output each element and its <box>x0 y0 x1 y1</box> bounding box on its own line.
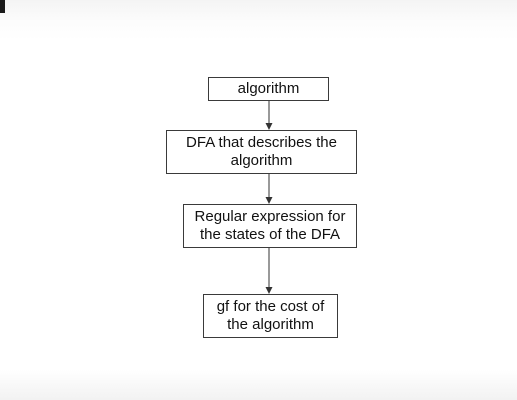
node-generating-function: gf for the cost of the algorithm <box>203 294 338 338</box>
node-regular-expression: Regular expression for the states of the… <box>183 204 357 248</box>
node-dfa: DFA that describes the algorithm <box>166 130 357 174</box>
arrow-dfa-to-regex <box>265 174 273 204</box>
arrow-regex-to-gf <box>265 248 273 294</box>
node-algorithm: algorithm <box>208 77 329 101</box>
scan-edge-mark <box>0 0 5 13</box>
arrow-algorithm-to-dfa <box>265 101 273 130</box>
